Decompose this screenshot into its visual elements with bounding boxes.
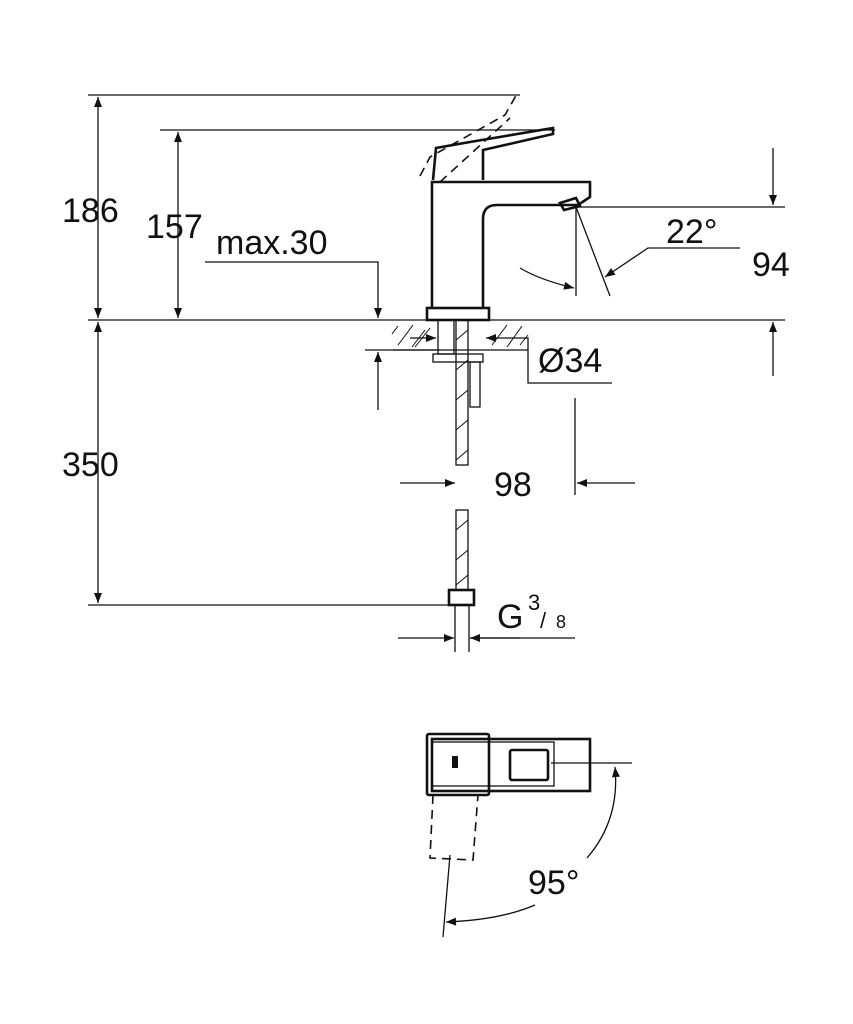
top-view: 95°	[425, 732, 632, 938]
label-22-degrees: 22°	[666, 213, 717, 251]
label-thread-denominator: 8	[556, 612, 566, 632]
lever-handle	[431, 126, 555, 181]
label-98: 98	[494, 466, 532, 504]
lever-rotated-position	[429, 794, 479, 861]
label-max30: max.30	[216, 224, 328, 262]
dimension-max30: max.30	[205, 224, 440, 410]
label-157: 157	[146, 208, 203, 246]
label-186: 186	[62, 192, 119, 230]
aerator	[558, 196, 582, 212]
dimension-157: 157	[146, 132, 203, 318]
dimension-94: 94	[752, 148, 790, 376]
dimension-186: 186	[62, 97, 119, 318]
label-350: 350	[62, 446, 119, 484]
lever-raised-position	[419, 91, 519, 183]
dimension-spray-angle: 22°	[519, 206, 740, 297]
label-thread-slash: /	[540, 608, 547, 633]
dimension-thread: G 3 / 8	[398, 590, 575, 642]
label-95-degrees: 95°	[528, 864, 579, 902]
label-thread-g: G	[497, 598, 523, 636]
dimension-98: 98	[400, 398, 635, 504]
label-thread-numerator: 3	[528, 590, 540, 615]
label-94: 94	[752, 246, 790, 284]
dimension-350: 350	[62, 322, 119, 603]
supply-hose	[432, 319, 484, 652]
label-diameter-34: Ø34	[538, 342, 602, 380]
dimension-diameter-34: Ø34	[410, 334, 612, 384]
